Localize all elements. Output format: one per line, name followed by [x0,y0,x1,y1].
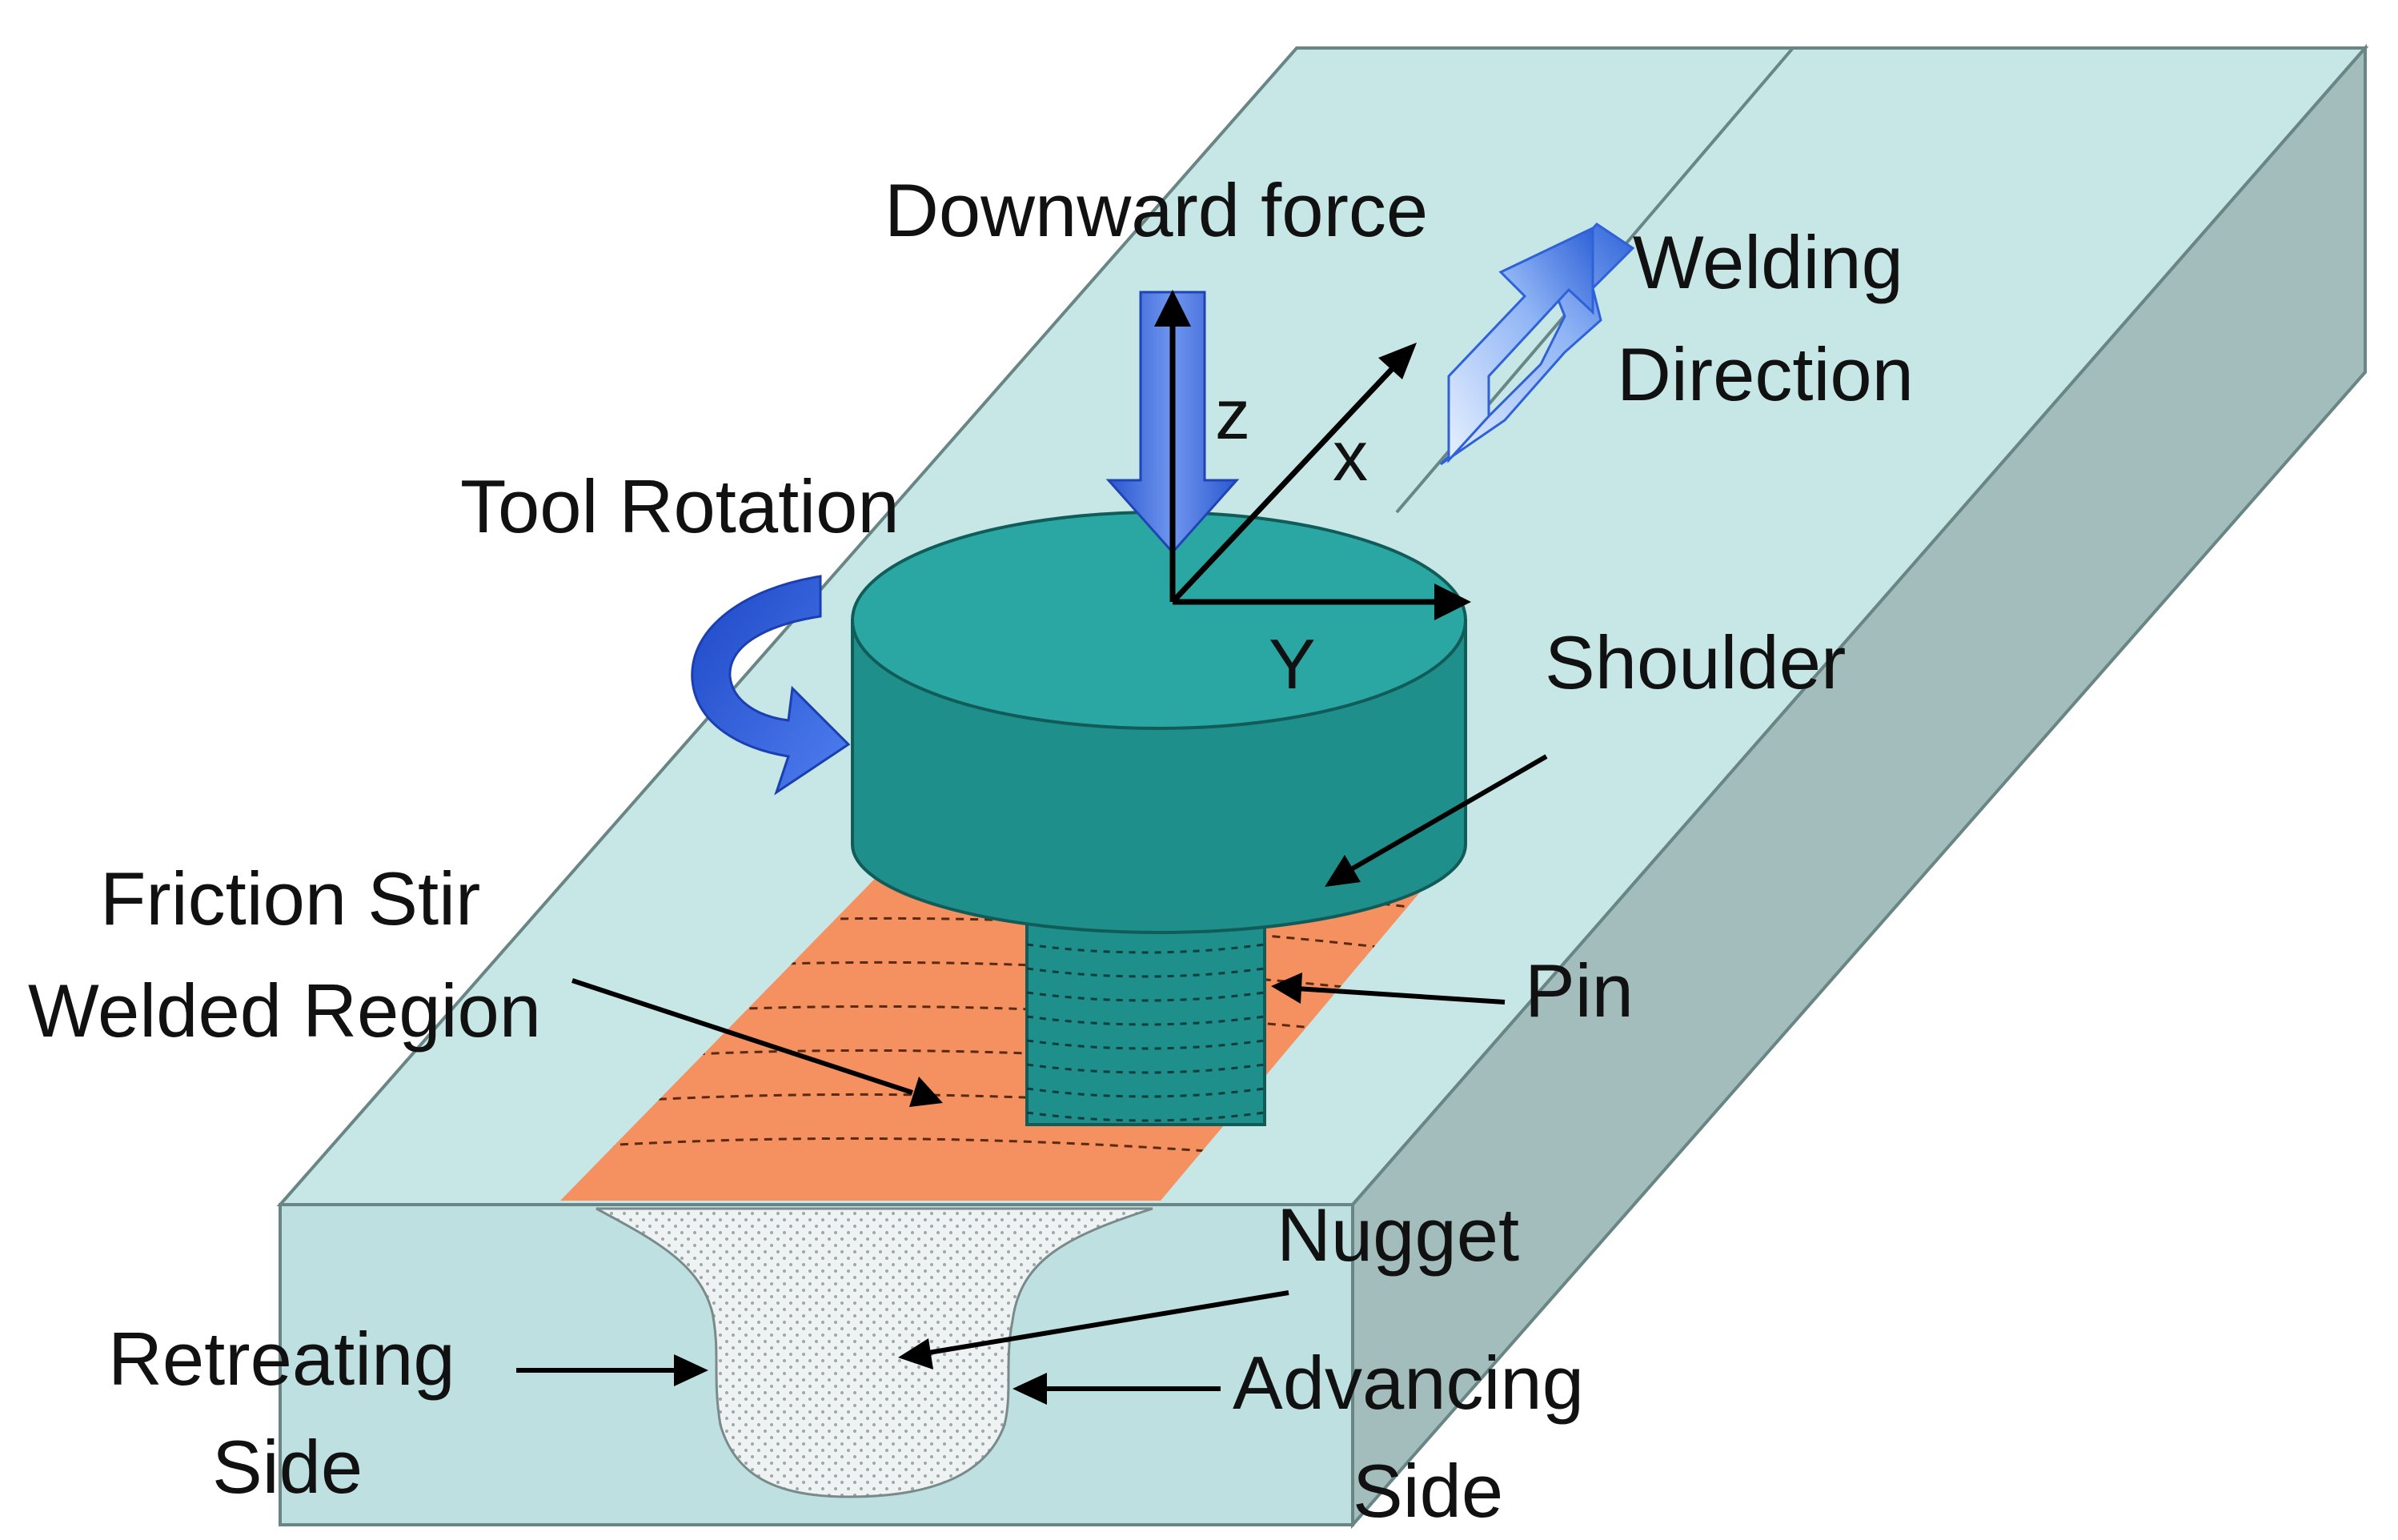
tool-pin [1025,919,1266,1126]
advancing-side-label-line1: Advancing [1233,1341,1584,1425]
retreating-side-label-line2: Side [212,1425,363,1509]
retreating-side-label-line1: Retreating [108,1317,455,1401]
nugget-label: Nugget [1277,1193,1519,1277]
downward-force-label: Downward force [884,168,1428,252]
advancing-side-label-line2: Side [1353,1449,1503,1533]
shoulder-label: Shoulder [1545,620,1846,704]
tool-shoulder [851,511,1467,934]
fsw-region-label-line1: Friction Stir [100,856,480,940]
z-axis-label: z [1215,375,1250,454]
fsw-region-label-line2: Welded Region [28,969,541,1053]
y-axis-label: Y [1269,624,1316,704]
nugget-zone [595,1207,1153,1498]
tool-rotation-label: Tool Rotation [460,464,900,548]
coordinate-axes [1154,290,1471,620]
x-axis-label: x [1333,416,1368,495]
welding-direction-label-line1: Welding [1633,220,1903,304]
pin-label: Pin [1525,948,1634,1033]
welding-direction-arrow-head [1447,226,1594,463]
welding-direction-label-line2: Direction [1617,332,1914,416]
tool-rotation-arrow [691,575,851,796]
leader-arrows [516,754,1548,1405]
